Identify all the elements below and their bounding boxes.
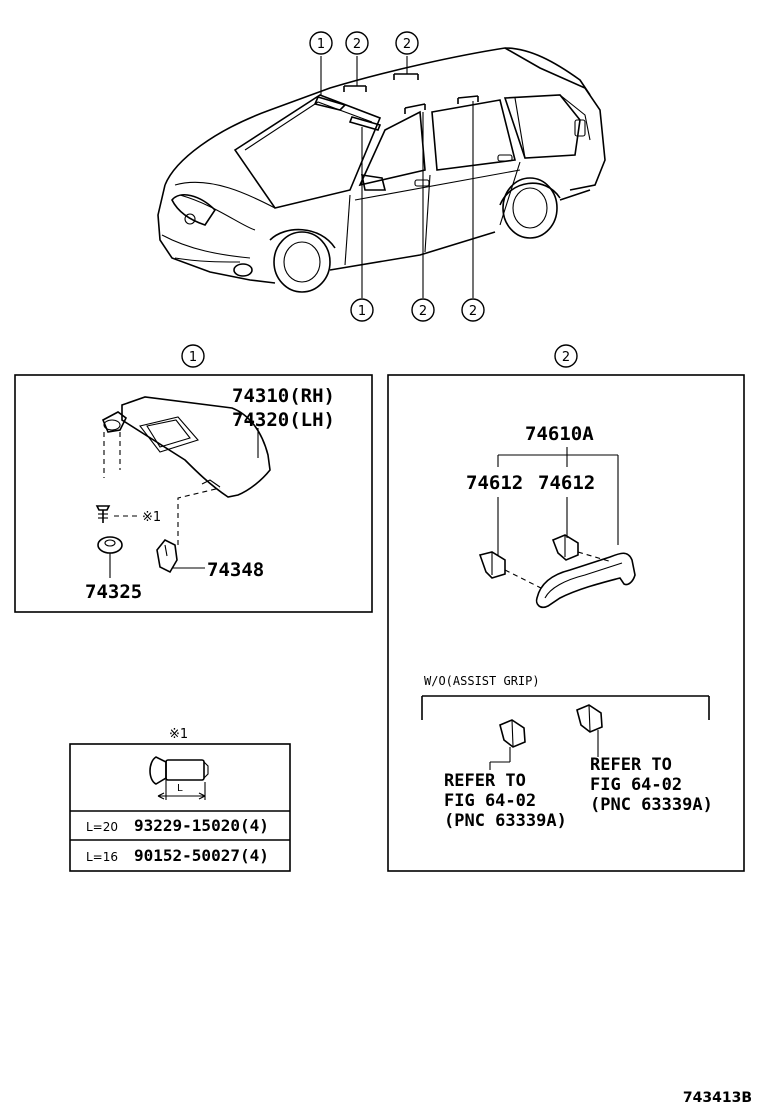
callout-2-top-a: 2 bbox=[345, 31, 369, 55]
condition-label: W/O(ASSIST GRIP) bbox=[424, 674, 540, 688]
screw-row-1-part: 93229-15020(4) bbox=[134, 816, 269, 835]
holder-part-number: 74348 bbox=[207, 559, 264, 581]
screw-table-title: ※1 bbox=[169, 727, 188, 742]
svg-text:2: 2 bbox=[403, 37, 411, 52]
retainer-part-number: 74325 bbox=[85, 581, 142, 603]
section-1-callout: 1 bbox=[181, 344, 205, 368]
bracket-part-number-left: 74612 bbox=[466, 472, 523, 494]
figure-code: 743413B bbox=[683, 1090, 752, 1106]
callout-1-top: 1 bbox=[309, 31, 333, 55]
screw-length-label: L bbox=[177, 783, 183, 794]
callout-2-bottom-b: 2 bbox=[461, 298, 485, 322]
clip-illustration-right bbox=[576, 704, 603, 757]
svg-text:2: 2 bbox=[469, 304, 477, 319]
svg-text:1: 1 bbox=[189, 350, 197, 365]
callout-2-top-b: 2 bbox=[395, 31, 419, 55]
refer-left-line-1: REFER TO bbox=[444, 771, 526, 791]
refer-right-line-1: REFER TO bbox=[590, 755, 672, 775]
clip-illustration-left bbox=[489, 719, 526, 770]
bracket-part-number-right: 74612 bbox=[538, 472, 595, 494]
screw-table bbox=[69, 743, 291, 872]
grip-assy-bracket-lines bbox=[497, 447, 619, 545]
svg-text:2: 2 bbox=[562, 350, 570, 365]
assist-grip-illustration bbox=[478, 497, 636, 609]
screw-illustration bbox=[149, 756, 209, 800]
condition-bracket bbox=[421, 695, 710, 720]
visor-part-lh: 74320(LH) bbox=[232, 409, 335, 431]
svg-text:2: 2 bbox=[353, 37, 361, 52]
callout-2-bottom-a: 2 bbox=[411, 298, 435, 322]
screw-reference-note: ※1 bbox=[142, 510, 161, 525]
screw-row-1-length: L=20 bbox=[86, 820, 118, 834]
callout-1-bottom: 1 bbox=[350, 298, 374, 322]
svg-text:1: 1 bbox=[317, 37, 325, 52]
refer-right-line-2: FIG 64-02 bbox=[590, 775, 682, 795]
section-2-frame bbox=[387, 374, 745, 872]
svg-text:2: 2 bbox=[419, 304, 427, 319]
section-2-callout: 2 bbox=[554, 344, 578, 368]
refer-left-line-2: FIG 64-02 bbox=[444, 791, 536, 811]
refer-right-line-3: (PNC 63339A) bbox=[590, 795, 713, 815]
visor-part-rh: 74310(RH) bbox=[232, 385, 335, 407]
section-1-frame bbox=[14, 374, 373, 613]
vehicle-illustration bbox=[157, 47, 606, 298]
screw-row-2-part: 90152-50027(4) bbox=[134, 846, 269, 865]
svg-text:1: 1 bbox=[358, 304, 366, 319]
grip-assy-part-number: 74610A bbox=[525, 423, 594, 445]
refer-left-line-3: (PNC 63339A) bbox=[444, 811, 567, 831]
screw-row-2-length: L=16 bbox=[86, 850, 118, 864]
sun-visor-illustration bbox=[95, 396, 271, 578]
